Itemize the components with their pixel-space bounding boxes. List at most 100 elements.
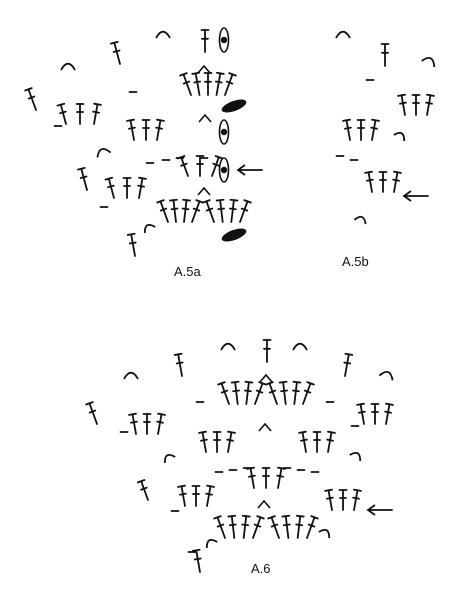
chain-space-arc-symbol xyxy=(292,342,308,351)
treble-crochet-symbol xyxy=(179,72,192,96)
chain-space-arc-symbol xyxy=(335,30,351,39)
treble-crochet-symbol xyxy=(241,514,251,539)
treble-crochet-symbol xyxy=(265,381,278,405)
treble-crochet-symbol xyxy=(312,431,322,453)
treble-crochet-symbol xyxy=(141,119,151,141)
treble-crochet-symbol xyxy=(128,412,138,435)
treble-crochet-symbol xyxy=(281,514,291,539)
treble-crochet-symbol xyxy=(224,72,237,96)
arrow-left-icon xyxy=(366,504,393,516)
treble-crochet-symbol xyxy=(205,484,215,507)
treble-crochet-symbol xyxy=(92,102,102,125)
treble-crochet-symbol xyxy=(239,199,252,223)
chain-space-arc-symbol xyxy=(163,453,176,464)
treble-crochet-symbol xyxy=(252,515,265,539)
treble-crochet-symbol xyxy=(214,71,225,96)
treble-crochet-symbol xyxy=(198,430,208,453)
treble-crochet-symbol xyxy=(203,72,213,96)
treble-crochet-symbol xyxy=(142,413,152,435)
treble-crochet-symbol xyxy=(191,485,201,507)
treble-crochet-symbol xyxy=(378,171,388,193)
treble-crochet-symbol xyxy=(126,232,137,257)
treble-crochet-symbol xyxy=(177,484,187,507)
chain-space-arc-symbol xyxy=(220,342,236,351)
treble-crochet-symbol xyxy=(343,352,354,377)
treble-crochet-symbol xyxy=(104,176,115,199)
treble-crochet-symbol xyxy=(227,514,237,539)
slip-stitch-symbol xyxy=(221,228,247,242)
treble-crochet-symbol xyxy=(295,514,305,539)
treble-crochet-symbol xyxy=(338,489,348,511)
chain-space-arc-symbol xyxy=(155,30,171,39)
treble-crochet-symbol xyxy=(356,402,366,425)
chain-space-arc-symbol xyxy=(421,57,436,68)
chain-space-arc-symbol xyxy=(123,371,139,380)
picot-symbol xyxy=(218,119,230,145)
treble-crochet-symbol xyxy=(425,93,435,116)
treble-crochet-symbol xyxy=(213,515,226,539)
slip-stitch-symbol xyxy=(257,499,271,509)
treble-crochet-symbol xyxy=(352,488,362,511)
treble-crochet-symbol xyxy=(306,515,319,539)
slip-stitch-symbol xyxy=(258,422,272,432)
treble-crochet-symbol xyxy=(217,381,230,405)
treble-crochet-symbol xyxy=(191,199,204,223)
treble-crochet-symbol xyxy=(291,380,302,405)
treble-crochet-symbol xyxy=(136,479,149,501)
treble-crochet-symbol xyxy=(324,488,334,511)
treble-crochet-symbol xyxy=(384,402,394,425)
arrow-left-icon xyxy=(402,190,429,202)
treble-crochet-symbol xyxy=(75,103,85,125)
chain-space-arc-symbol xyxy=(353,215,367,225)
treble-crochet-symbol xyxy=(342,118,352,141)
treble-crochet-symbol xyxy=(243,380,254,405)
treble-crochet-symbol xyxy=(278,380,289,405)
treble-crochet-symbol xyxy=(137,176,147,199)
treble-crochet-symbol xyxy=(276,466,286,489)
treble-crochet-symbol xyxy=(254,381,267,405)
slip-stitch-symbol xyxy=(197,64,211,74)
chain-space-arc-symbol xyxy=(205,538,218,549)
slip-stitch-symbol xyxy=(221,99,247,113)
treble-crochet-symbol xyxy=(411,94,421,116)
treble-crochet-symbol xyxy=(392,170,402,193)
treble-crochet-symbol xyxy=(191,71,202,96)
chain-space-arc-symbol xyxy=(393,131,406,142)
treble-crochet-symbol xyxy=(126,118,136,141)
chain-space-arc-symbol xyxy=(349,451,362,462)
chain-space-arc-symbol xyxy=(96,147,112,158)
treble-crochet-symbol xyxy=(24,87,37,111)
treble-crochet-symbol xyxy=(397,93,407,116)
treble-crochet-symbol xyxy=(370,118,380,141)
treble-crochet-symbol xyxy=(202,199,215,223)
slip-stitch-symbol xyxy=(197,186,211,196)
treble-crochet-symbol xyxy=(302,381,315,405)
treble-crochet-symbol xyxy=(262,339,272,363)
chain-space-arc-symbol xyxy=(378,370,394,381)
picot-symbol xyxy=(218,157,230,183)
treble-crochet-symbol xyxy=(77,166,88,191)
chain-space-arc-symbol xyxy=(143,223,156,234)
treble-crochet-symbol xyxy=(155,118,165,141)
treble-crochet-symbol xyxy=(200,29,210,53)
treble-crochet-symbol xyxy=(212,431,222,453)
treble-crochet-symbol xyxy=(326,430,336,453)
treble-crochet-symbol xyxy=(156,412,166,435)
treble-crochet-symbol xyxy=(211,155,224,177)
treble-crochet-symbol xyxy=(169,198,179,223)
treble-crochet-symbol xyxy=(356,119,366,141)
treble-crochet-symbol xyxy=(226,430,236,453)
treble-crochet-symbol xyxy=(176,155,189,177)
treble-crochet-symbol xyxy=(122,177,132,199)
treble-crochet-symbol xyxy=(181,198,191,223)
treble-crochet-symbol xyxy=(156,199,169,223)
treble-crochet-symbol xyxy=(56,102,67,125)
diagram-label-a5b: A.5b xyxy=(342,254,369,269)
treble-crochet-symbol xyxy=(215,198,226,223)
slip-stitch-symbol xyxy=(259,373,273,383)
treble-crochet-symbol xyxy=(246,466,256,489)
picot-symbol xyxy=(218,27,230,53)
treble-crochet-symbol xyxy=(228,198,239,223)
treble-crochet-symbol xyxy=(85,401,98,425)
